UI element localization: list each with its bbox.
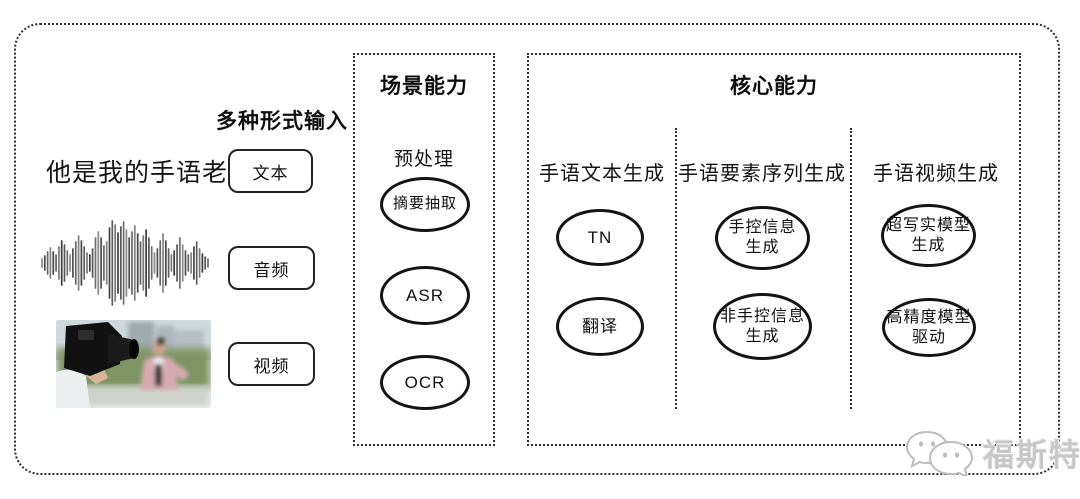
audio-waveform-icon <box>41 220 209 306</box>
core-column-divider-2 <box>850 128 852 409</box>
node-manual-info-generation: 手控信息 生成 <box>715 206 810 270</box>
core-column-divider-1 <box>675 128 677 409</box>
node-hyperrealistic-model-generation-line2: 生成 <box>911 236 946 254</box>
column-header-sign-text-generation: 手语文本生成 <box>539 163 665 185</box>
preprocess-label: 预处理 <box>393 149 454 170</box>
scene-capability-box: 场景能力 预处理 摘要抽取 ASR OCR <box>353 53 495 446</box>
node-tn-label: TN <box>587 227 613 247</box>
node-high-precision-model-driving-line2: 驱动 <box>911 328 946 346</box>
outer-dashed-frame <box>14 23 1060 475</box>
watermark-text: 福斯特 <box>983 437 1080 473</box>
input-type-audio-label: 音频 <box>253 260 290 280</box>
node-summary-extraction-label: 摘要抽取 <box>392 195 457 213</box>
input-type-video-box: 视频 <box>228 342 315 386</box>
input-type-text-label: 文本 <box>252 163 289 183</box>
chat-bubbles-logo-icon <box>905 430 974 476</box>
node-translation: 翻译 <box>556 297 644 356</box>
node-hyperrealistic-model-generation: 超写实模型 生成 <box>881 204 976 267</box>
watermark: 福斯特 <box>903 428 1080 476</box>
node-non-manual-info-generation-line1: 非手控信息 <box>719 307 805 325</box>
node-asr-label: ASR <box>406 285 444 305</box>
node-manual-info-generation-line2: 生成 <box>745 239 780 256</box>
node-translation-label: 翻译 <box>582 316 618 336</box>
node-non-manual-info-generation-line2: 生成 <box>745 327 780 345</box>
video-photo-thumbnail <box>56 320 211 408</box>
node-ocr: OCR <box>380 355 470 410</box>
node-non-manual-info-generation: 非手控信息 生成 <box>713 293 812 360</box>
input-type-audio-box: 音频 <box>228 246 315 290</box>
node-ocr-label: OCR <box>404 372 446 392</box>
core-capability-box: 核心能力 手语文本生成 手语要素序列生成 手语视频生成 TN 翻译 手控信息 生… <box>527 53 1021 446</box>
input-type-video-label: 视频 <box>253 356 290 376</box>
node-manual-info-generation-line1: 手控信息 <box>728 219 797 236</box>
scene-capability-title: 场景能力 <box>380 75 468 98</box>
node-summary-extraction: 摘要抽取 <box>380 177 470 232</box>
node-high-precision-model-driving: 高精度模型 驱动 <box>882 298 976 357</box>
input-type-text-box: 文本 <box>228 149 313 193</box>
column-header-sign-video-generation: 手语视频生成 <box>873 163 999 185</box>
inputs-group-label: 多种形式输入 <box>216 110 348 133</box>
input-text-sample: 他是我的手语老师 <box>46 159 255 187</box>
node-high-precision-model-driving-line1: 高精度模型 <box>886 308 972 326</box>
node-asr: ASR <box>380 266 470 325</box>
node-tn: TN <box>556 209 644 266</box>
node-hyperrealistic-model-generation-line1: 超写实模型 <box>885 216 971 234</box>
column-header-sign-element-sequence-generation: 手语要素序列生成 <box>678 163 846 185</box>
core-capability-title: 核心能力 <box>730 75 818 98</box>
